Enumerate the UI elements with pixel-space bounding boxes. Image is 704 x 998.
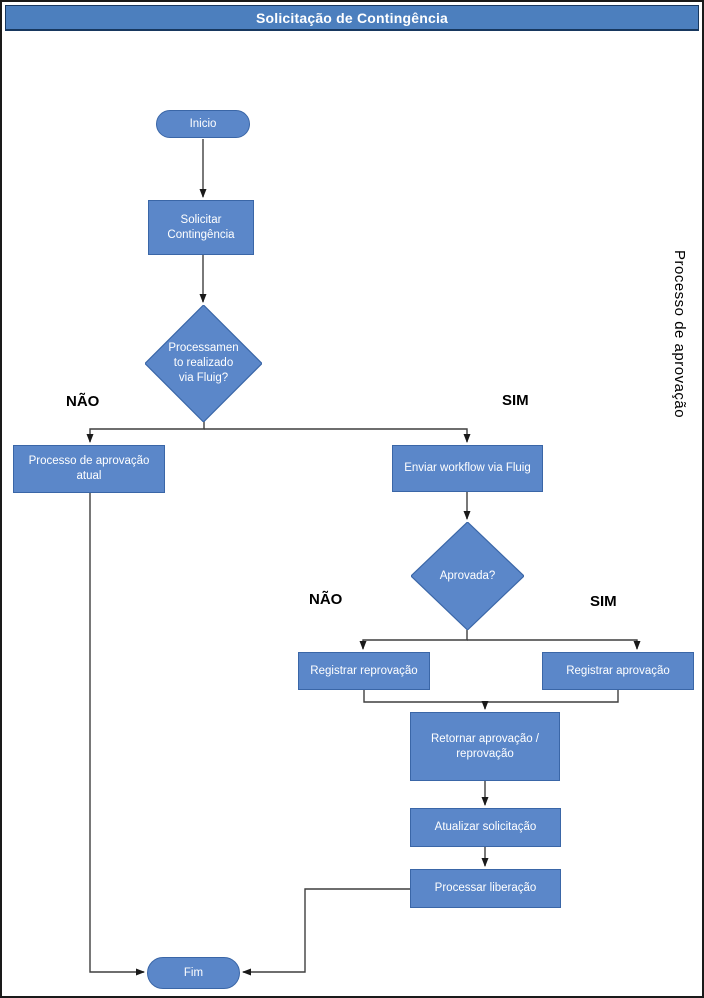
node-decisao-aprovada: Aprovada?	[411, 522, 524, 630]
edge-decisao-sim-enviar-workflow	[204, 428, 471, 443]
node-processar-liberacao: Processar liberação	[410, 869, 561, 908]
diagram-title-bar: Solicitação de Contingência	[5, 5, 699, 31]
edge-processo-atual-fim	[89, 493, 145, 976]
edge-processar-fim	[242, 888, 410, 976]
edge-aprovada-sim-aprovacao	[467, 639, 641, 650]
branch-label-fluig-sim: SIM	[502, 392, 529, 409]
node-decisao-processamento-fluig: Processamen to realizado via Fluig?	[145, 305, 262, 422]
node-retornar-aprovacao-reprovacao: Retornar aprovação / reprovação	[410, 712, 560, 781]
branch-label-aprovada-nao: NÃO	[309, 591, 343, 608]
node-solicitar-contingencia: Solicitar Contingência	[148, 200, 254, 255]
branch-label-aprovada-sim: SIM	[590, 593, 617, 610]
edge-aprovada-nao-reprovacao	[359, 630, 468, 650]
node-registrar-aprovacao: Registrar aprovação	[542, 652, 694, 690]
edge-merge-registros	[363, 690, 619, 703]
diagram-title: Solicitação de Contingência	[255, 9, 449, 26]
swimlane-label: Processo de aprovação	[671, 250, 688, 419]
branch-label-fluig-nao: NÃO	[66, 393, 100, 410]
node-inicio: Inicio	[156, 110, 250, 138]
node-registrar-reprovacao: Registrar reprovação	[298, 652, 430, 690]
diamond-shape	[411, 522, 524, 630]
diamond-shape	[145, 305, 262, 422]
edge-decisao-nao-processo-atual	[86, 421, 205, 443]
node-processo-aprovacao-atual: Processo de aprovação atual	[13, 445, 165, 493]
node-fim: Fim	[147, 957, 240, 989]
node-enviar-workflow-fluig: Enviar workflow via Fluig	[392, 445, 543, 492]
node-atualizar-solicitacao: Atualizar solicitação	[410, 808, 561, 847]
